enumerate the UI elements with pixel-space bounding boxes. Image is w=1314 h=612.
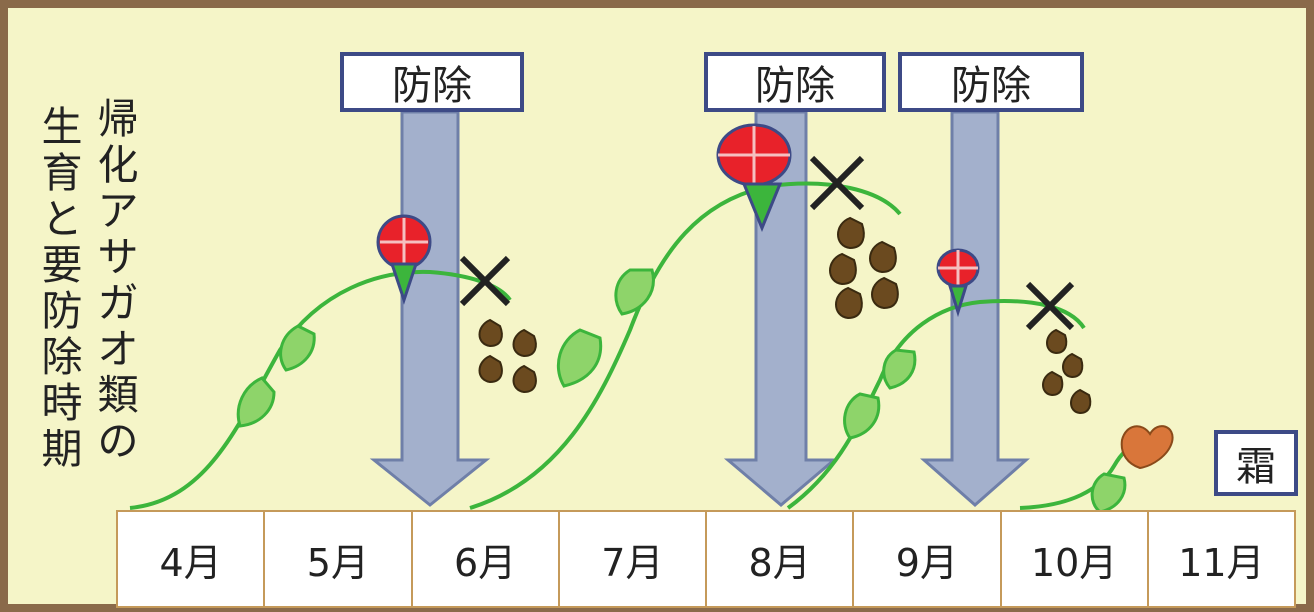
cross-mark-3 [1025,281,1075,331]
seeds-1 [478,318,537,394]
seeds-3 [1042,328,1092,415]
title-column-1: 帰 化 ア サ ガ オ 類 の [97,95,139,465]
control-arrow-1 [369,110,491,507]
flower-bud-1 [376,214,432,305]
cross-mark-1 [459,255,511,307]
control-label-june: 防除 [340,52,524,112]
month-cell: 10月 [999,512,1147,606]
control-label-august: 防除 [704,52,886,112]
month-cell: 8月 [705,512,852,606]
cross-mark-2 [809,155,865,211]
month-timeline: 4月 5月 6月 7月 8月 9月 10月 11月 [116,510,1296,608]
leaf-icon [236,376,276,428]
seeds-2 [829,216,899,320]
flower-bud-2 [716,123,792,232]
month-cell: 6月 [410,512,558,606]
leaf-icon [843,392,881,440]
frost-label: 霜 [1214,430,1298,496]
leaf-icon [882,348,917,390]
vine-1 [129,269,512,510]
month-cell: 7月 [557,512,705,606]
leaf-icon [279,324,316,372]
leaf-icon [556,328,603,388]
month-cell: 9月 [852,512,999,606]
vine-4 [1019,425,1174,514]
month-cell: 4月 [159,540,222,585]
leaf-icon [614,268,655,316]
control-arrow-3 [920,110,1030,508]
control-arrow-2 [723,110,839,507]
title-column-2: 生 育 と 要 防 除 時 期 [41,103,83,473]
month-cell: 11月 [1146,512,1294,606]
month-cell: 5月 [263,512,410,606]
leaf-icon [1090,472,1127,514]
control-label-september: 防除 [898,52,1084,112]
wilted-flower-icon [1120,425,1174,470]
vine-3 [786,299,1086,510]
flower-bud-3 [936,248,980,318]
